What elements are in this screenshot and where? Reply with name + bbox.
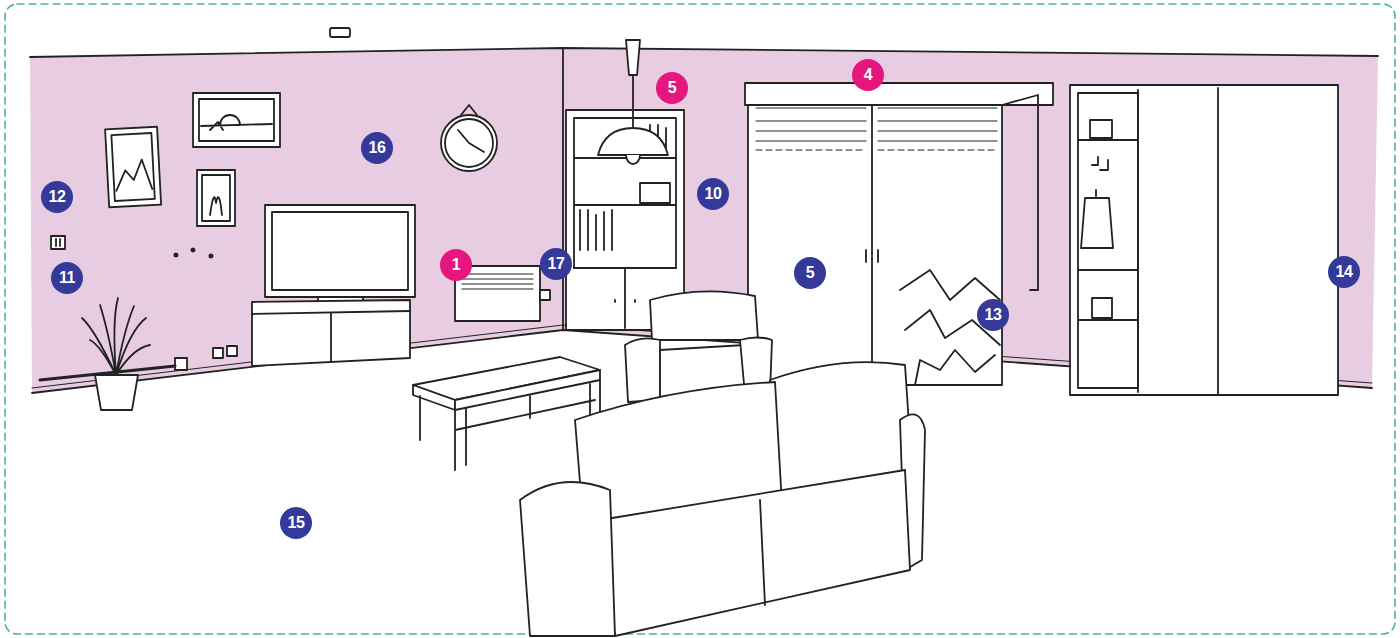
shutter-crank <box>1002 95 1038 290</box>
shutter-box <box>745 83 1053 105</box>
tv-screen <box>265 205 415 297</box>
frame-outer <box>193 93 280 147</box>
frame-mountains <box>115 159 153 191</box>
wall-hole <box>174 253 177 256</box>
plant-leaves <box>82 298 150 375</box>
sofa-seat <box>600 470 910 636</box>
callout-number: 12 <box>49 189 66 205</box>
projector <box>330 28 350 37</box>
callout-marker: 14 <box>1328 256 1360 288</box>
wardrobe-panels <box>1078 88 1218 395</box>
heater-grille <box>462 274 533 289</box>
hanging-coat <box>1081 190 1113 248</box>
heater-outlet <box>540 290 550 300</box>
callout-marker: 4 <box>852 59 884 91</box>
callout-number: 15 <box>288 515 305 531</box>
callout-marker: 10 <box>697 178 729 210</box>
left-wall <box>30 48 563 393</box>
ceiling-line <box>30 48 1378 57</box>
wall-hole <box>191 248 194 251</box>
door-handle <box>866 250 878 262</box>
lamp-shade <box>598 128 668 155</box>
plant-pot <box>95 375 138 410</box>
frame-sunset <box>201 115 272 130</box>
tv-inner <box>272 212 408 290</box>
picture-frame <box>197 170 235 226</box>
wardrobe <box>1070 85 1338 395</box>
callout-marker: 5 <box>656 72 688 104</box>
sofa-arm-left <box>520 482 615 636</box>
frame-outer <box>197 170 235 226</box>
cabinet-door <box>330 313 332 362</box>
lamp-cord <box>632 75 634 128</box>
callout-number: 5 <box>806 265 814 281</box>
callout-number: 16 <box>369 140 386 156</box>
frame-inner <box>111 133 154 201</box>
callout-number: 1 <box>452 257 460 273</box>
callout-number: 14 <box>1336 264 1353 280</box>
switch-line <box>55 239 57 246</box>
callout-number: 17 <box>548 256 565 272</box>
tv-cabinet <box>252 300 410 366</box>
callout-marker: 11 <box>51 262 83 294</box>
wardrobe-open-section <box>1078 93 1138 388</box>
sliding-door <box>748 105 1002 385</box>
callout-marker: 1 <box>440 249 472 281</box>
callout-marker: 16 <box>361 132 393 164</box>
bookcase-inner <box>574 118 676 268</box>
callout-marker: 13 <box>977 299 1009 331</box>
switch-line <box>59 239 61 246</box>
roller-shutter <box>756 108 997 141</box>
wardrobe-box <box>1090 120 1112 138</box>
box-on-shelf <box>640 183 670 203</box>
callout-number: 13 <box>985 307 1002 323</box>
callout-marker: 17 <box>540 248 572 280</box>
callout-marker: 15 <box>280 507 312 539</box>
light-bulb <box>626 155 640 164</box>
wardrobe-books <box>1092 157 1108 170</box>
clock-hands <box>458 105 484 152</box>
armchair-back <box>650 291 758 340</box>
wall-corner <box>562 48 564 330</box>
frame-figure <box>210 197 222 215</box>
frame-outer <box>105 127 161 208</box>
wardrobe-parcel <box>1092 298 1112 318</box>
lamp-canopy <box>626 40 640 75</box>
callout-marker: 5 <box>794 257 826 289</box>
frame-inner <box>199 99 274 141</box>
power-outlet <box>227 346 237 356</box>
callout-number: 4 <box>864 67 872 83</box>
callout-number: 5 <box>668 80 676 96</box>
callout-marker: 12 <box>41 181 73 213</box>
picture-frame <box>105 127 161 208</box>
coffee-table-legs <box>420 380 600 470</box>
wall-hole <box>209 254 212 257</box>
frame-inner <box>202 175 230 221</box>
light-switch <box>51 236 65 249</box>
door-split <box>871 105 873 385</box>
armchair-arm <box>625 338 660 402</box>
callout-number: 10 <box>705 186 722 202</box>
power-outlet <box>175 358 187 370</box>
sofa-cushion-split <box>760 500 765 605</box>
callout-number: 11 <box>59 270 75 286</box>
shutter-dash <box>756 149 997 150</box>
power-outlet <box>213 348 223 358</box>
picture-frame <box>193 93 280 147</box>
